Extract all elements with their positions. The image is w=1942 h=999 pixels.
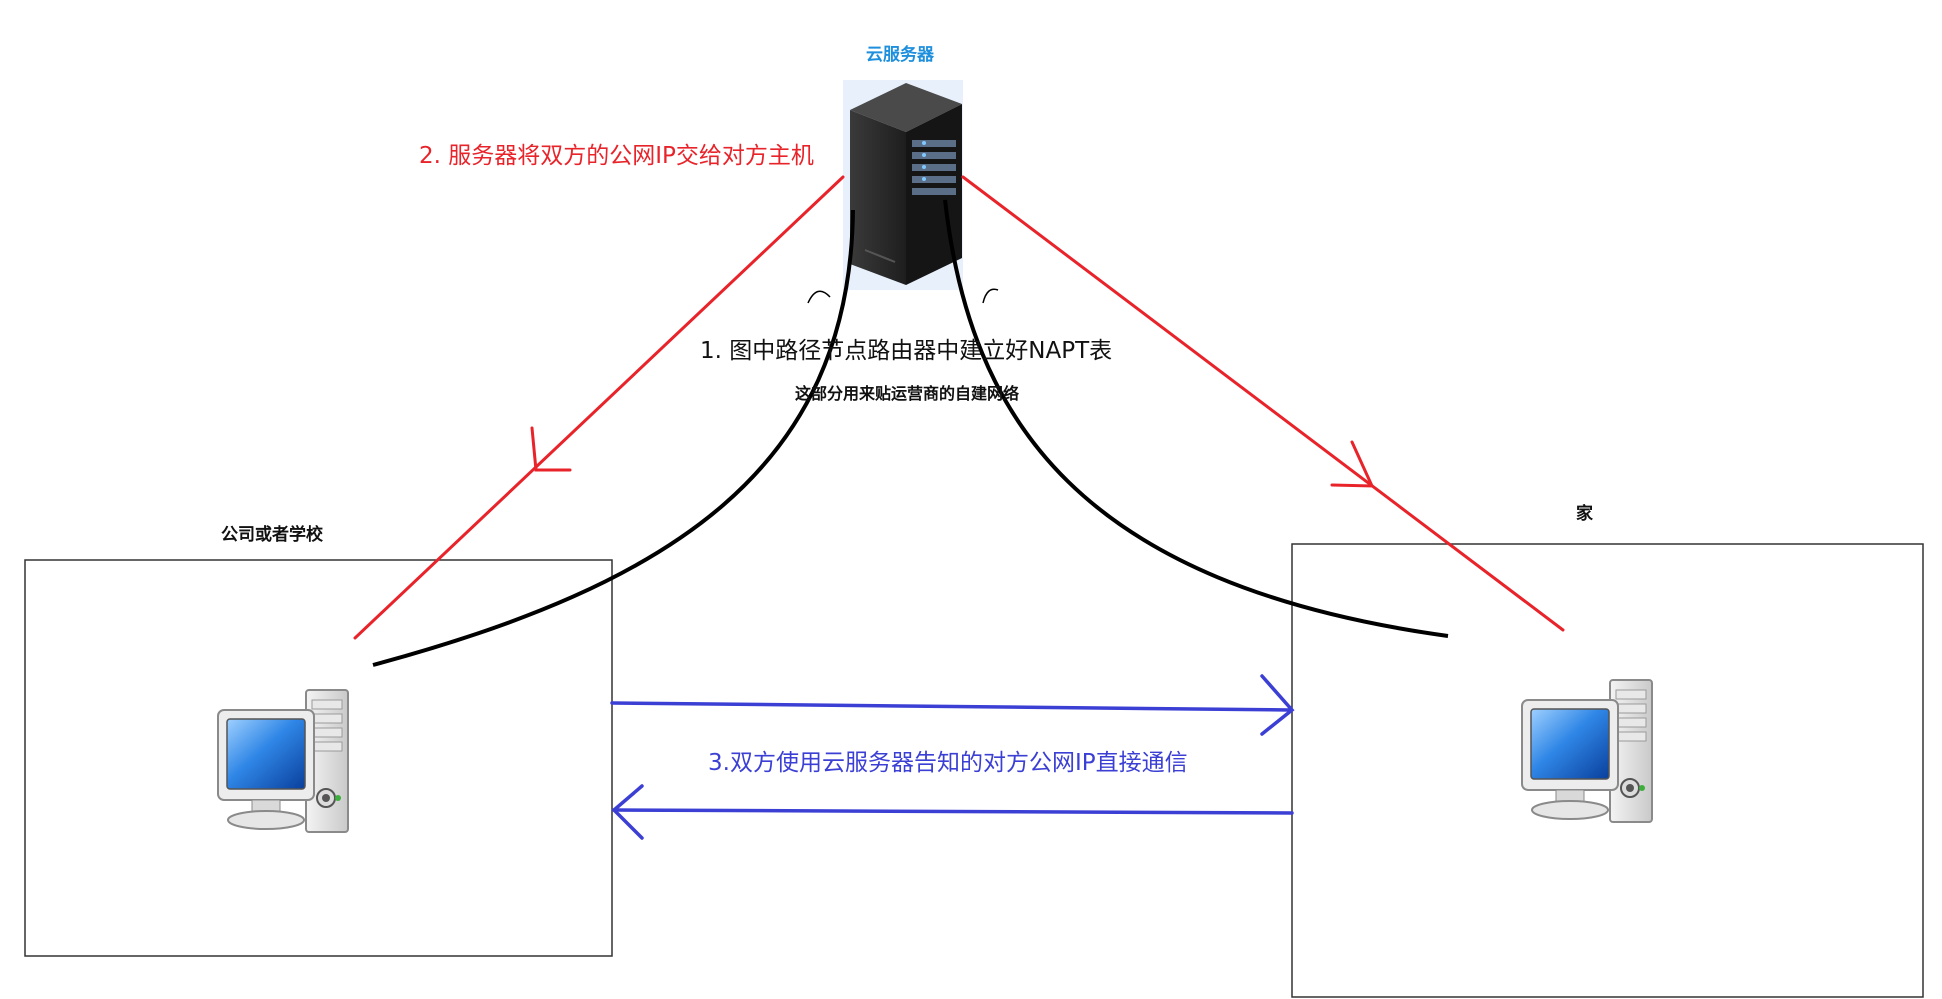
path-curve-left bbox=[372, 209, 855, 667]
desktop-computer-icon bbox=[1521, 679, 1653, 823]
desktop-computer-icon bbox=[217, 689, 349, 833]
server-title: 云服务器 bbox=[866, 45, 934, 65]
server-tower-icon bbox=[843, 80, 963, 290]
path-tick-left bbox=[807, 290, 831, 304]
path-curve-right bbox=[943, 199, 1449, 638]
carrier-network-note: 这部分用来贴运营商的自建网络 bbox=[795, 384, 1020, 403]
home-network-box bbox=[1291, 543, 1924, 998]
path-tick-right bbox=[982, 288, 999, 304]
step2-label: 2. 服务器将双方的公网IP交给对方主机 bbox=[419, 143, 814, 169]
blue-arrow-to-company bbox=[611, 784, 1294, 840]
home-label: 家 bbox=[1576, 504, 1593, 524]
company-label: 公司或者学校 bbox=[221, 525, 323, 545]
red-arrow-to-home bbox=[961, 175, 1565, 632]
blue-arrow-to-home bbox=[610, 674, 1295, 736]
red-arrow-to-company bbox=[353, 175, 845, 640]
company-network-box bbox=[24, 559, 613, 957]
step1-label: 1. 图中路径节点路由器中建立好NAPT表 bbox=[700, 338, 1113, 364]
step3-label: 3.双方使用云服务器告知的对方公网IP直接通信 bbox=[708, 750, 1188, 776]
